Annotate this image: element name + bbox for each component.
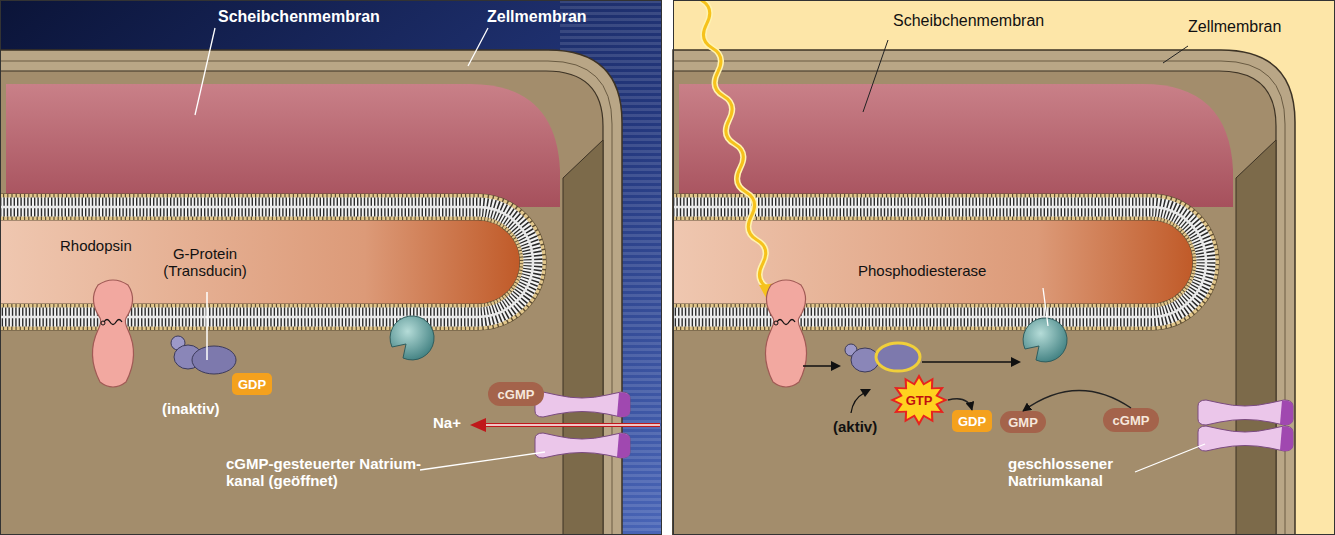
phosphodiesterase-symbol	[390, 316, 434, 360]
panel-border	[674, 1, 1335, 535]
gdp-chip: GDP	[232, 373, 272, 395]
leader-line	[863, 40, 888, 112]
channel-label: geschlossener Natriumkanal	[1008, 455, 1138, 490]
transducin-alpha	[876, 343, 920, 371]
state-label: (aktiv)	[833, 418, 877, 435]
node-text: cGMP	[1113, 413, 1150, 428]
pointer-arrow	[851, 393, 864, 413]
dark-panel	[0, 0, 662, 535]
light-glow	[701, 0, 768, 288]
leader-line	[206, 292, 208, 360]
light-ray	[701, 0, 768, 288]
node-text: GMP	[1008, 415, 1038, 430]
node-text: GDP	[958, 414, 986, 429]
node-text: cGMP	[498, 387, 535, 402]
node-text: GDP	[238, 377, 266, 392]
rod-cell	[673, 50, 1295, 535]
channel-upper	[1198, 400, 1293, 425]
cgmp-chip: cGMP	[1103, 408, 1159, 432]
rhodopsin-symbol	[92, 280, 133, 387]
reaction-arrow	[1023, 390, 1131, 411]
membrane-label: Zellmembran	[1188, 18, 1281, 36]
membrane-label: Zellmembran	[487, 8, 587, 26]
light-panel	[673, 0, 1335, 535]
rod-cell	[0, 50, 622, 535]
membrane-label: Scheibchenmembran	[218, 8, 380, 26]
reaction-arrow	[948, 399, 972, 410]
gdp-chip: GDP	[952, 410, 992, 432]
leader-line	[420, 452, 545, 470]
rhodopsin-symbol	[765, 280, 806, 387]
protein-label: Phosphodiesterase	[858, 262, 986, 279]
membrane-label: Scheibchenmembran	[893, 12, 1044, 30]
transducin-alpha	[192, 346, 236, 374]
starburst-outer	[890, 374, 948, 426]
activation-arrow	[803, 365, 831, 367]
starburst-inner	[895, 378, 944, 422]
light-background	[673, 0, 1335, 535]
channel-label: cGMP-gesteuerter Natrium- kanal (geöffne…	[226, 455, 458, 490]
gtp-starburst: GTP	[890, 374, 948, 426]
protein-label: Rhodopsin	[60, 237, 132, 254]
node-text: GTP	[906, 393, 933, 408]
channel-lower	[535, 433, 630, 458]
leader-line	[1135, 444, 1205, 472]
state-label: (inaktiv)	[162, 400, 220, 417]
arrow-head	[831, 361, 841, 371]
night-background	[0, 0, 662, 535]
sodium-flow-core	[484, 424, 660, 425]
leader-line	[1043, 288, 1048, 326]
cgmp-chip: cGMP	[488, 382, 544, 406]
channel-lower	[1198, 426, 1293, 451]
sodium-flow-arrow	[482, 423, 660, 427]
phosphodiesterase-symbol	[1023, 318, 1067, 362]
transducin-symbol	[845, 343, 920, 372]
transducin-symbol	[171, 336, 236, 374]
leader-line	[468, 28, 488, 66]
channel-upper	[535, 392, 630, 417]
arrow-head	[1011, 357, 1021, 367]
arrow-head	[860, 389, 871, 397]
panel-border	[1, 1, 662, 535]
leader-line	[1163, 46, 1188, 63]
transducin-beta	[851, 348, 879, 372]
activation-arrow	[922, 361, 1011, 363]
ion-label: Na+	[433, 414, 461, 431]
arrow-head	[470, 418, 486, 432]
leader-line	[195, 28, 215, 115]
protein-label: G-Protein (Transducin)	[150, 245, 260, 280]
gmp-chip: GMP	[1000, 411, 1046, 433]
